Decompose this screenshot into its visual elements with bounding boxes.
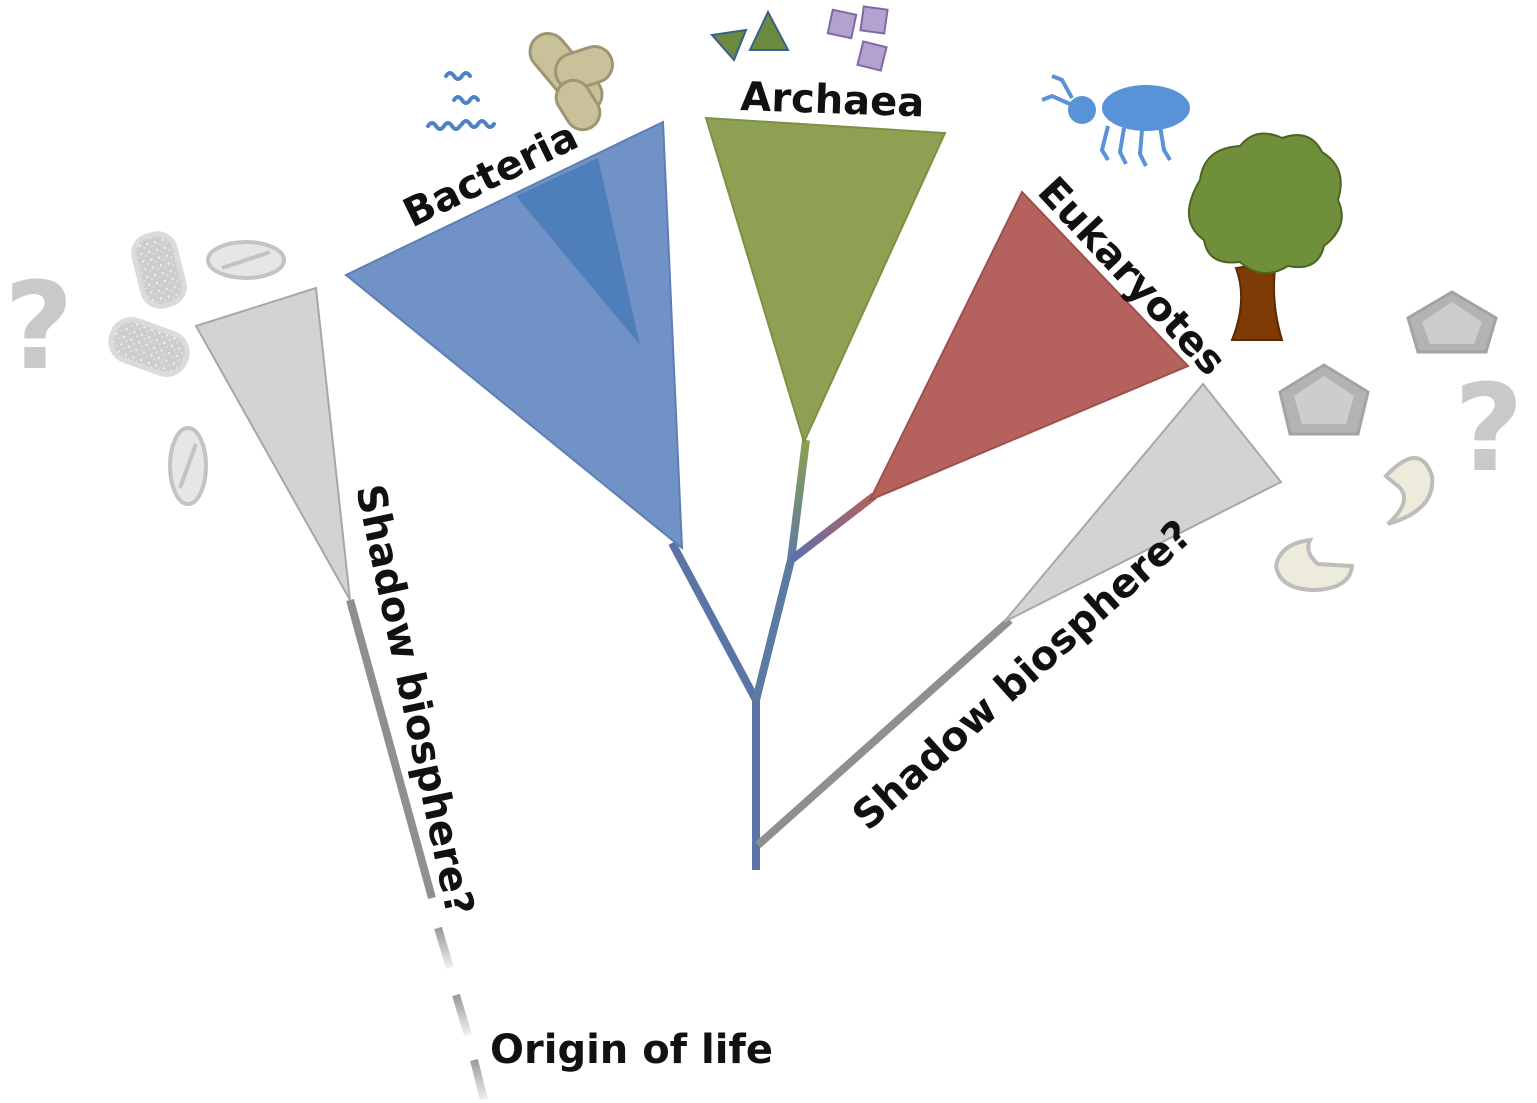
eukaryote-triangle bbox=[870, 192, 1188, 500]
shadow-biosphere-right-label: Shadow biosphere? bbox=[844, 511, 1201, 839]
left-shadow-triangle bbox=[196, 288, 350, 600]
square-archaea-icon bbox=[828, 6, 888, 70]
origin-of-life-label: Origin of life bbox=[490, 1027, 773, 1073]
archaea-label: Archaea bbox=[740, 74, 925, 126]
insect-icon bbox=[1042, 76, 1190, 166]
crescent-icon bbox=[1276, 458, 1432, 590]
triangle-archaea-icon bbox=[712, 12, 788, 60]
bacteria-branch bbox=[672, 543, 756, 700]
question-mark-icon: ? bbox=[1454, 360, 1524, 499]
left-origin-dashes bbox=[438, 928, 484, 1100]
tree-icon bbox=[1189, 134, 1342, 341]
question-mark-icon: ? bbox=[4, 258, 74, 397]
archaea-euk-stem bbox=[756, 560, 791, 700]
shadow-biosphere-left-label: Shadow biosphere? bbox=[346, 481, 482, 920]
eukaryote-branch bbox=[791, 496, 874, 560]
left-shadow-clade bbox=[196, 288, 484, 1100]
archaea-triangle bbox=[706, 118, 945, 442]
archaea-branch bbox=[791, 440, 806, 560]
rod-bacteria-icon bbox=[523, 26, 618, 136]
squiggle-bacteria-icon bbox=[428, 73, 494, 129]
